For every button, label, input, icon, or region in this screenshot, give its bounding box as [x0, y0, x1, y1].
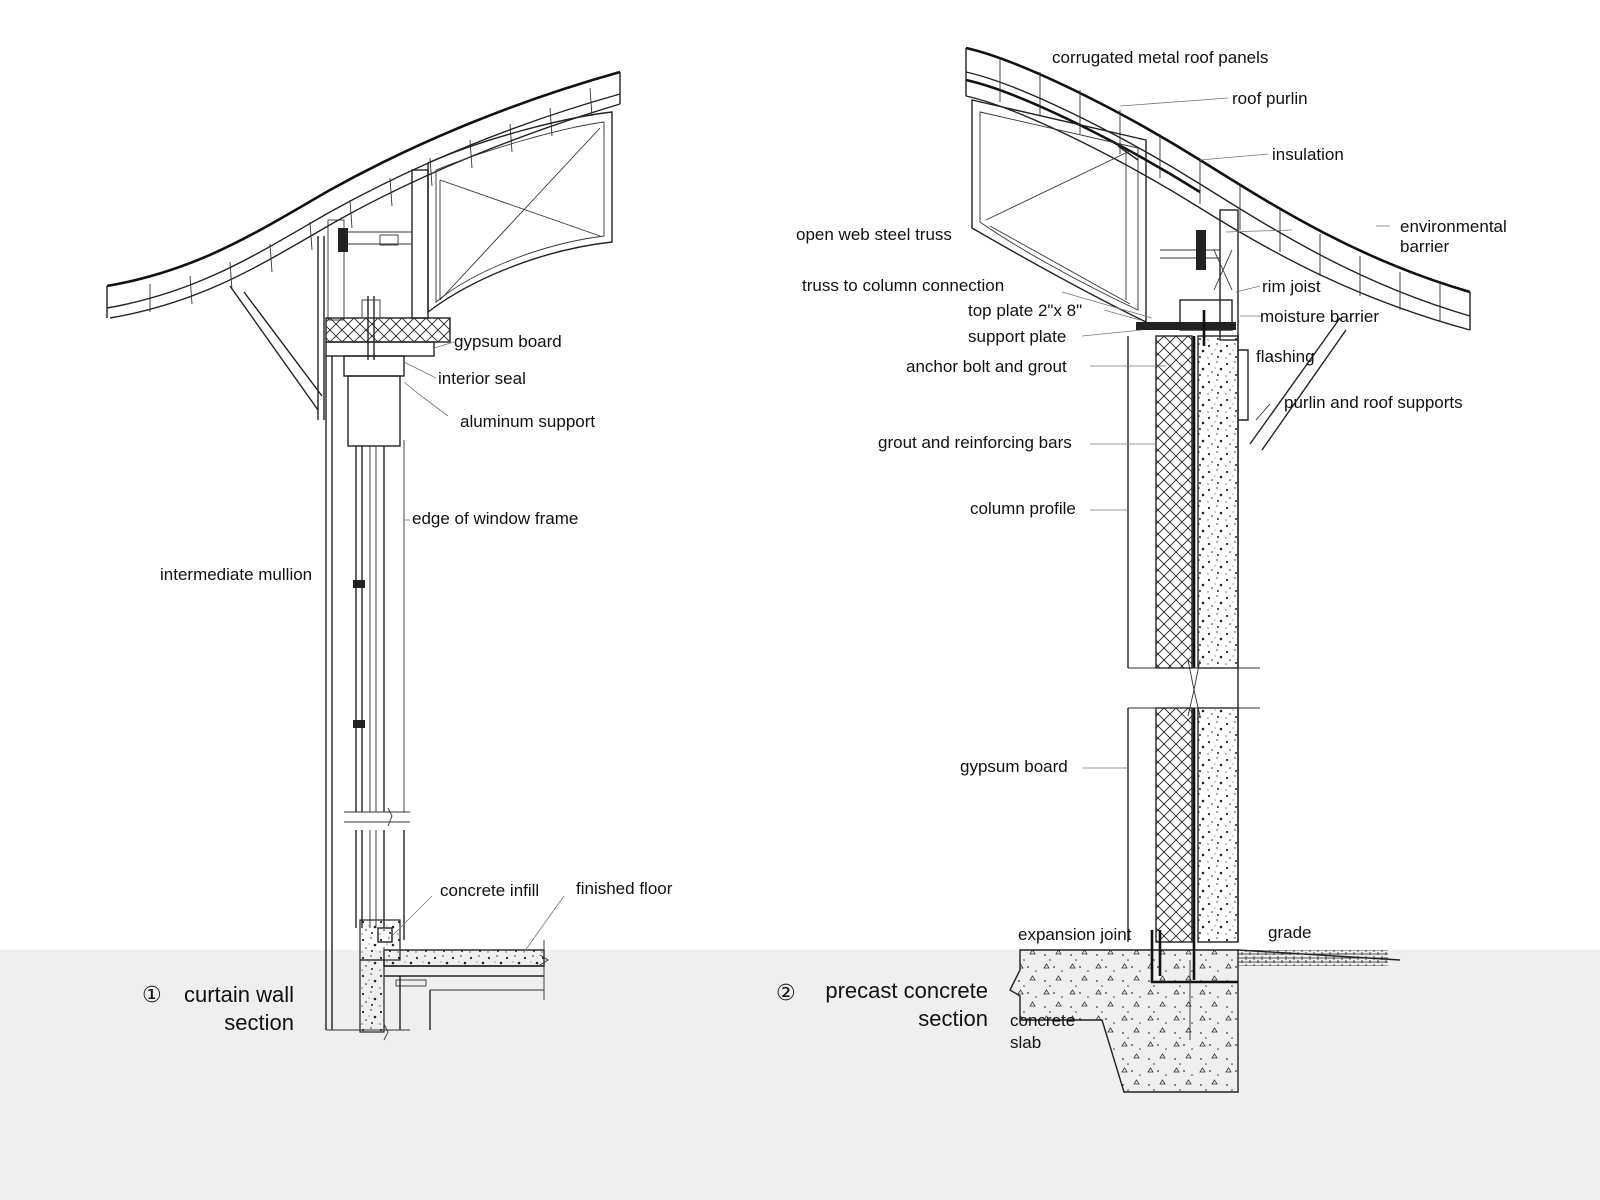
label-edge-of-window-frame: edge of window frame [412, 509, 578, 528]
label-intermediate-mullion: intermediate mullion [160, 565, 312, 584]
section-number-1: ① [142, 982, 162, 1007]
label-finished-floor: finished floor [576, 879, 673, 898]
section-number-2: ② [776, 980, 796, 1005]
curtain-wall-section [106, 70, 621, 1041]
label-concrete-infill: concrete infill [440, 881, 539, 900]
label-column-profile: column profile [970, 499, 1076, 518]
label-open-web-steel-truss: open web steel truss [796, 225, 952, 244]
label-truss-to-column-connection: truss to column connection [802, 276, 1004, 295]
precast-concrete-section [965, 46, 1471, 1093]
label-roof-purlin: roof purlin [1232, 89, 1308, 108]
label-expansion-joint: expansion joint [1018, 925, 1132, 944]
label-environmental: environmental [1400, 217, 1507, 236]
label-top-plate: top plate 2"x 8" [968, 301, 1082, 320]
floor-band [0, 950, 1600, 1200]
label-interior-seal: interior seal [438, 369, 526, 388]
label-grade: grade [1268, 923, 1311, 942]
section-title-1-line2: section [224, 1010, 294, 1035]
label-purlin-and-roof-supports: purlin and roof supports [1284, 393, 1463, 412]
section-title-2-line2: section [918, 1006, 988, 1031]
section-title-1-line1: curtain wall [184, 982, 294, 1007]
label-grout-and-reinforcing-bars: grout and reinforcing bars [878, 433, 1072, 452]
label-corrugated-metal-roof-panels: corrugated metal roof panels [1052, 48, 1268, 67]
label-barrier: barrier [1400, 237, 1449, 256]
label-slab: slab [1010, 1033, 1041, 1052]
label-gypsum-board-1: gypsum board [454, 332, 562, 351]
section-title-2-line1: precast concrete [825, 978, 988, 1003]
label-insulation: insulation [1272, 145, 1344, 164]
label-gypsum-board-2: gypsum board [960, 757, 1068, 776]
label-moisture-barrier: moisture barrier [1260, 307, 1379, 326]
label-anchor-bolt-and-grout: anchor bolt and grout [906, 357, 1067, 376]
label-flashing: flashing [1256, 347, 1315, 366]
label-concrete: concrete [1010, 1011, 1075, 1030]
label-support-plate: support plate [968, 327, 1066, 346]
label-rim-joist: rim joist [1262, 277, 1321, 296]
label-aluminum-support: aluminum support [460, 412, 595, 431]
